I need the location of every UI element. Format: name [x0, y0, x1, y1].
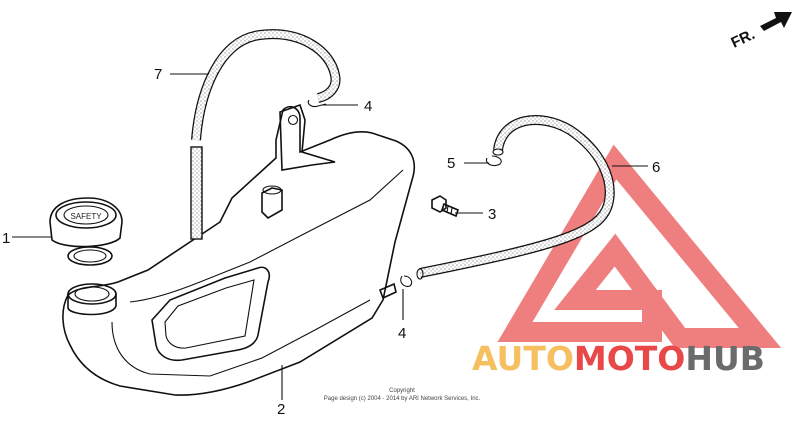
svg-text:AUTOMOTOHUB: AUTOMOTOHUB — [472, 339, 765, 378]
watermark-moto: MOTO — [574, 339, 685, 378]
leader-lines — [12, 73, 648, 400]
callout-7: 7 — [154, 66, 162, 83]
watermark-logo — [497, 144, 782, 348]
direction-label: FR. — [729, 26, 758, 52]
callout-2: 2 — [277, 401, 285, 418]
watermark-auto: AUTO — [472, 339, 574, 378]
bolt — [431, 195, 459, 218]
callout-4-bottom: 4 — [398, 325, 406, 342]
fuel-hose — [400, 114, 615, 287]
fuel-cap: SAFETY — [49, 197, 123, 266]
callout-6: 6 — [652, 159, 660, 176]
fuel-tank — [62, 103, 416, 396]
copyright-line1: Copyright — [389, 388, 415, 394]
watermark-hub: HUB — [685, 339, 765, 378]
front-direction-indicator: FR. — [729, 12, 792, 52]
callout-5: 5 — [447, 155, 455, 172]
arrow-right-icon — [760, 12, 792, 31]
callout-4-top: 4 — [364, 98, 372, 115]
copyright-line2: Page design (c) 2004 - 2014 by ARI Netwo… — [324, 396, 481, 402]
callout-3: 3 — [488, 206, 496, 223]
breather-tube — [190, 29, 341, 240]
watermark-text: AUTOMOTOHUB — [472, 339, 765, 378]
callout-1: 1 — [2, 230, 10, 247]
cap-text: SAFETY — [70, 212, 102, 221]
copyright: Copyright Page design (c) 2004 - 2014 by… — [324, 388, 481, 402]
callouts: 1 2 3 4 4 5 6 7 — [2, 66, 660, 418]
